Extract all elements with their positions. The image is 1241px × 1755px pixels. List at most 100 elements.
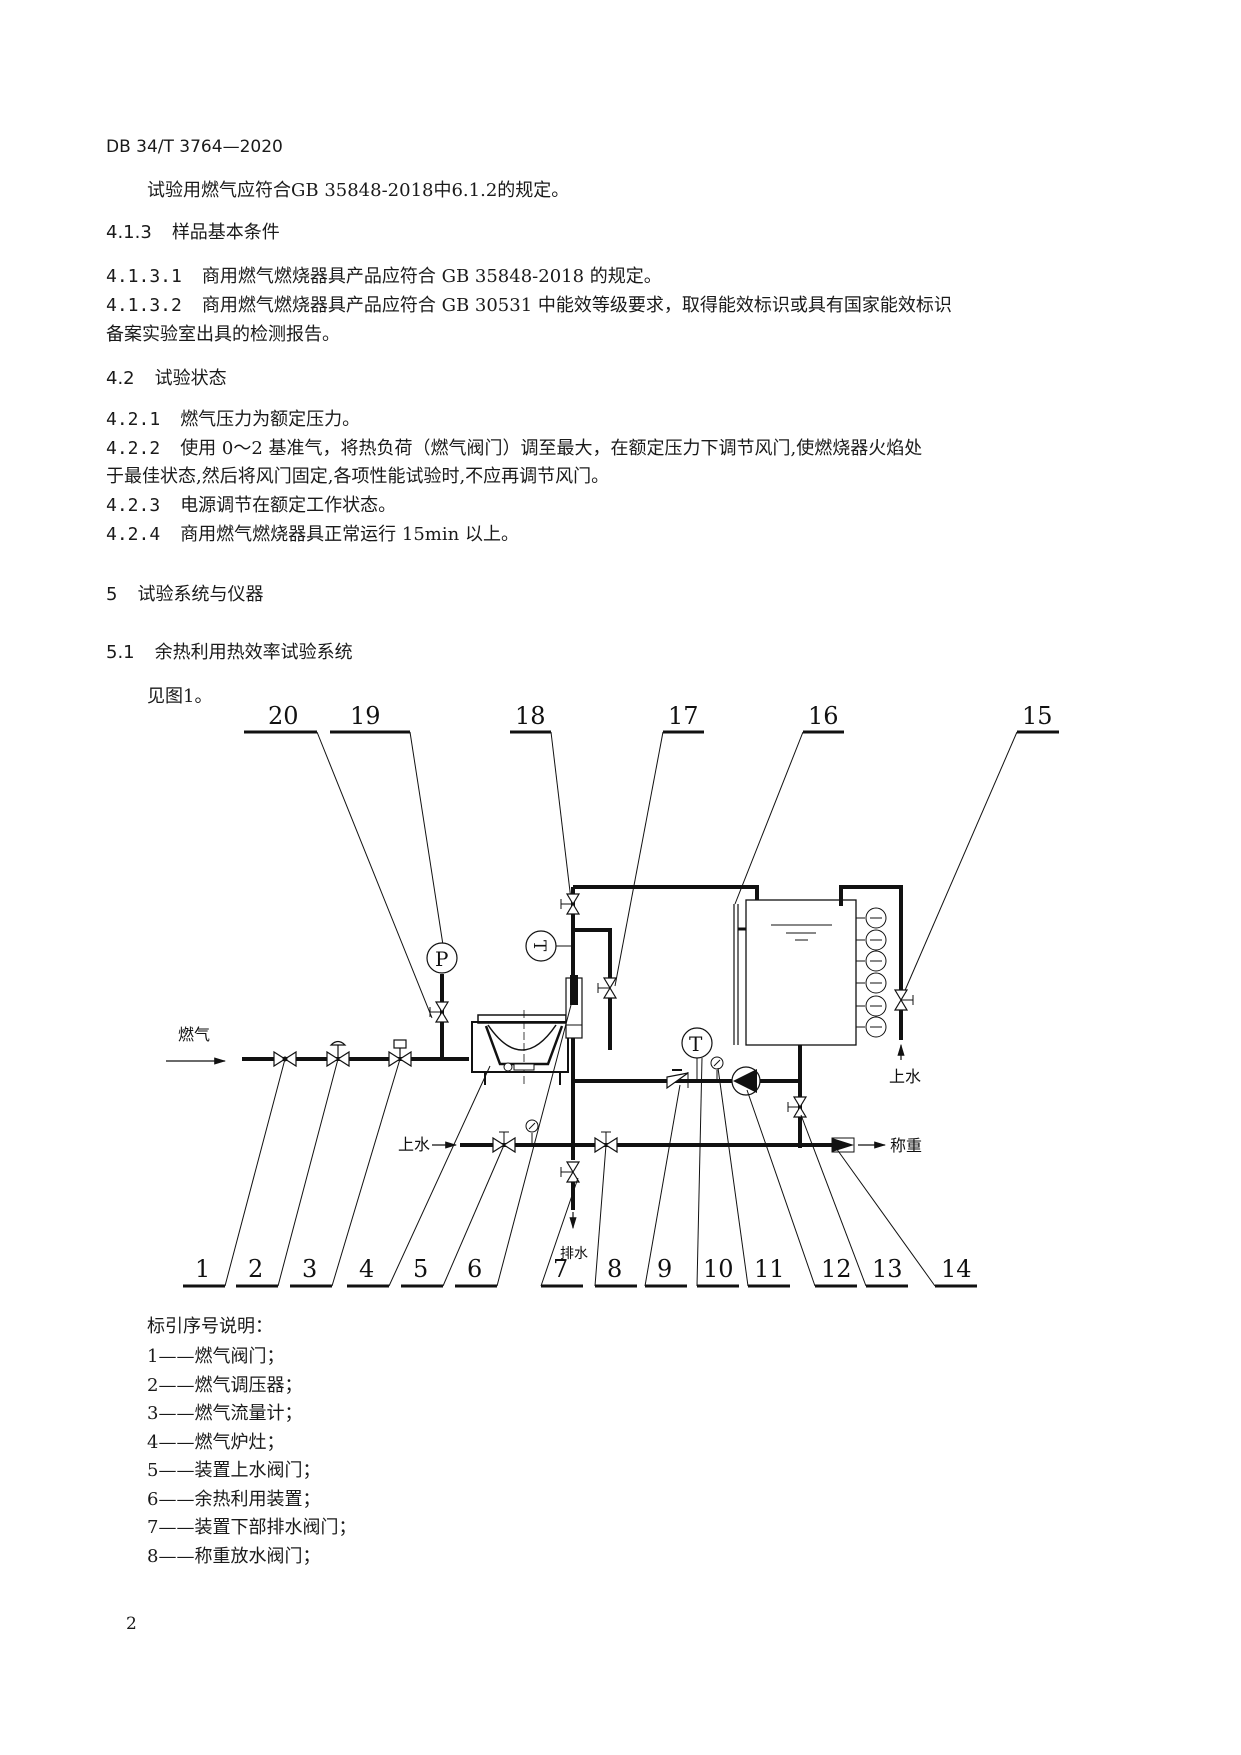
- valve-weighing-icon: [787, 1096, 808, 1118]
- legend-dash: ——: [158, 1460, 195, 1481]
- weighing-label: 称重: [890, 1136, 922, 1155]
- legend-item: 5——装置上水阀门；: [147, 1456, 320, 1482]
- legend-label: 装置下部排水阀门；: [194, 1517, 357, 1538]
- thermometer-icon: [856, 1016, 887, 1038]
- legend-item: 4——燃气炉灶；: [147, 1428, 284, 1454]
- water-inlet-right-label: 上水: [889, 1067, 921, 1086]
- section-number: 4.2: [106, 368, 135, 389]
- clause-4-2-4: 4.2.4 商用燃气燃烧器具正常运行 15min 以上。: [106, 520, 519, 546]
- pressure-gauge-icon: [525, 1119, 539, 1145]
- clause-text: 商用燃气燃烧器具产品应符合 GB 35848-2018 的规定。: [201, 266, 662, 287]
- section-number: 5: [106, 584, 118, 605]
- legend-number: 2: [147, 1374, 159, 1396]
- thermometer-label: T: [529, 940, 549, 952]
- callout-leader: [277, 1058, 339, 1287]
- clause-text: 电源调节在额定工作状态。: [180, 495, 397, 516]
- valve-17-icon: [597, 977, 618, 999]
- gas-stove-icon: [471, 1010, 569, 1085]
- thermometer-icon: [856, 950, 887, 972]
- clause-4-2-2-cont: 于最佳状态,然后将风门固定,各项性能试验时,不应再调节风门。: [106, 466, 610, 487]
- clause-4-2-2: 4.2.2 使用 0～2 基准气，将热负荷（燃气阀门）调至最大，在额定压力下调节风…: [106, 434, 922, 460]
- callout-number: 15: [1022, 702, 1053, 730]
- callout-number: 10: [703, 1255, 734, 1283]
- check-valve-icon: [666, 1069, 689, 1090]
- callout-16: 16: [734, 702, 844, 905]
- legend-label: 燃气阀门；: [194, 1346, 285, 1367]
- callout-number: 2: [248, 1255, 263, 1283]
- section-number: 4.1.3: [106, 222, 152, 243]
- clause-number: 4.2.2: [106, 438, 161, 459]
- legend-number: 1: [147, 1346, 159, 1367]
- callout-leader: [644, 1084, 681, 1287]
- callout-leader: [496, 1004, 572, 1287]
- thermometer-icon: [856, 929, 887, 951]
- valve-15-icon: [893, 989, 914, 1011]
- inlet-valve-icon: [492, 1131, 516, 1154]
- heading-4-1-3: 4.1.3 样品基本条件: [106, 218, 280, 244]
- section-title: 试验系统与仪器: [137, 584, 264, 605]
- gas-flow-meter-icon: [388, 1039, 412, 1068]
- legend-dash: ——: [158, 1431, 195, 1453]
- pressure-gauge-label: P: [435, 947, 448, 971]
- legend-dash: ——: [158, 1517, 195, 1538]
- pressure-gauge-icon: P: [426, 942, 458, 974]
- callout-leader: [717, 1067, 749, 1287]
- thermometer-label: T: [689, 1032, 703, 1056]
- callout-leader: [224, 1058, 286, 1287]
- gas-inlet-label: 燃气: [178, 1025, 210, 1044]
- thermometer-icon: [856, 972, 887, 994]
- drain-label: 排水: [560, 1246, 588, 1262]
- callout-4: 4: [347, 1065, 491, 1288]
- callout-6: 6: [455, 1004, 572, 1288]
- weighing-drain-valve-icon: [594, 1131, 618, 1154]
- clause-text: 商用燃气燃烧器具正常运行 15min 以上。: [180, 524, 519, 545]
- pressure-gauge-icon: [710, 1056, 724, 1081]
- callout-18: 18: [510, 702, 572, 901]
- legend-label: 燃气调压器；: [194, 1374, 303, 1396]
- clause-4-2-3: 4.2.3 电源调节在额定工作状态。: [106, 491, 396, 517]
- legend-number: 5: [147, 1460, 159, 1481]
- clause-number: 4.2.1: [106, 409, 161, 430]
- callout-leader: [696, 1057, 703, 1287]
- legend-dash: ——: [158, 1545, 195, 1567]
- clause-number: 4.2.3: [106, 495, 161, 516]
- legend-number: 4: [147, 1431, 159, 1453]
- clause-number: 4.2.4: [106, 524, 161, 545]
- thermometer-icon: T: [681, 1027, 713, 1081]
- heading-5: 5 试验系统与仪器: [106, 580, 263, 606]
- callout-number: 4: [359, 1255, 374, 1283]
- legend-label: 燃气流量计；: [194, 1403, 303, 1424]
- callout-1: 1: [183, 1058, 286, 1288]
- water-inlet-left-label: 上水: [398, 1135, 430, 1154]
- legend-dash: ——: [158, 1346, 195, 1367]
- legend-title: 标引序号说明：: [147, 1316, 273, 1337]
- section-number: 5.1: [106, 642, 135, 663]
- section-title: 试验状态: [154, 368, 227, 389]
- clause-text: 使用 0～2 基准气，将热负荷（燃气阀门）调至最大，在额定压力下调节风门,使燃烧…: [180, 438, 923, 459]
- see-figure-text: 见图1。: [147, 686, 213, 707]
- callout-number: 9: [657, 1255, 672, 1283]
- water-tank-icon: [733, 899, 857, 1046]
- callout-number: 12: [821, 1255, 852, 1283]
- callout-number: 13: [872, 1255, 903, 1283]
- callout-number: 7: [553, 1255, 568, 1283]
- callout-number: 8: [607, 1255, 622, 1283]
- legend-number: 8: [147, 1545, 159, 1567]
- legend-dash: ——: [158, 1488, 195, 1510]
- legend-label: 燃气炉灶；: [194, 1431, 285, 1453]
- callout-7: 7: [540, 1177, 583, 1288]
- callout-number: 5: [413, 1255, 428, 1283]
- callout-number: 11: [754, 1255, 785, 1283]
- paragraph-gas-spec: 试验用燃气应符合GB 35848-2018中6.1.2的规定。: [147, 180, 570, 201]
- section-title: 样品基本条件: [171, 222, 280, 243]
- callout-leader: [540, 1177, 579, 1287]
- gas-valve-icon: [273, 1050, 297, 1068]
- legend-label: 装置上水阀门；: [194, 1460, 321, 1481]
- callout-5: 5: [401, 1144, 505, 1288]
- clause-text: 商用燃气燃烧器具产品应符合 GB 30531 中能效等级要求，取得能效标识或具有…: [201, 295, 952, 316]
- callout-17: 17: [614, 702, 704, 987]
